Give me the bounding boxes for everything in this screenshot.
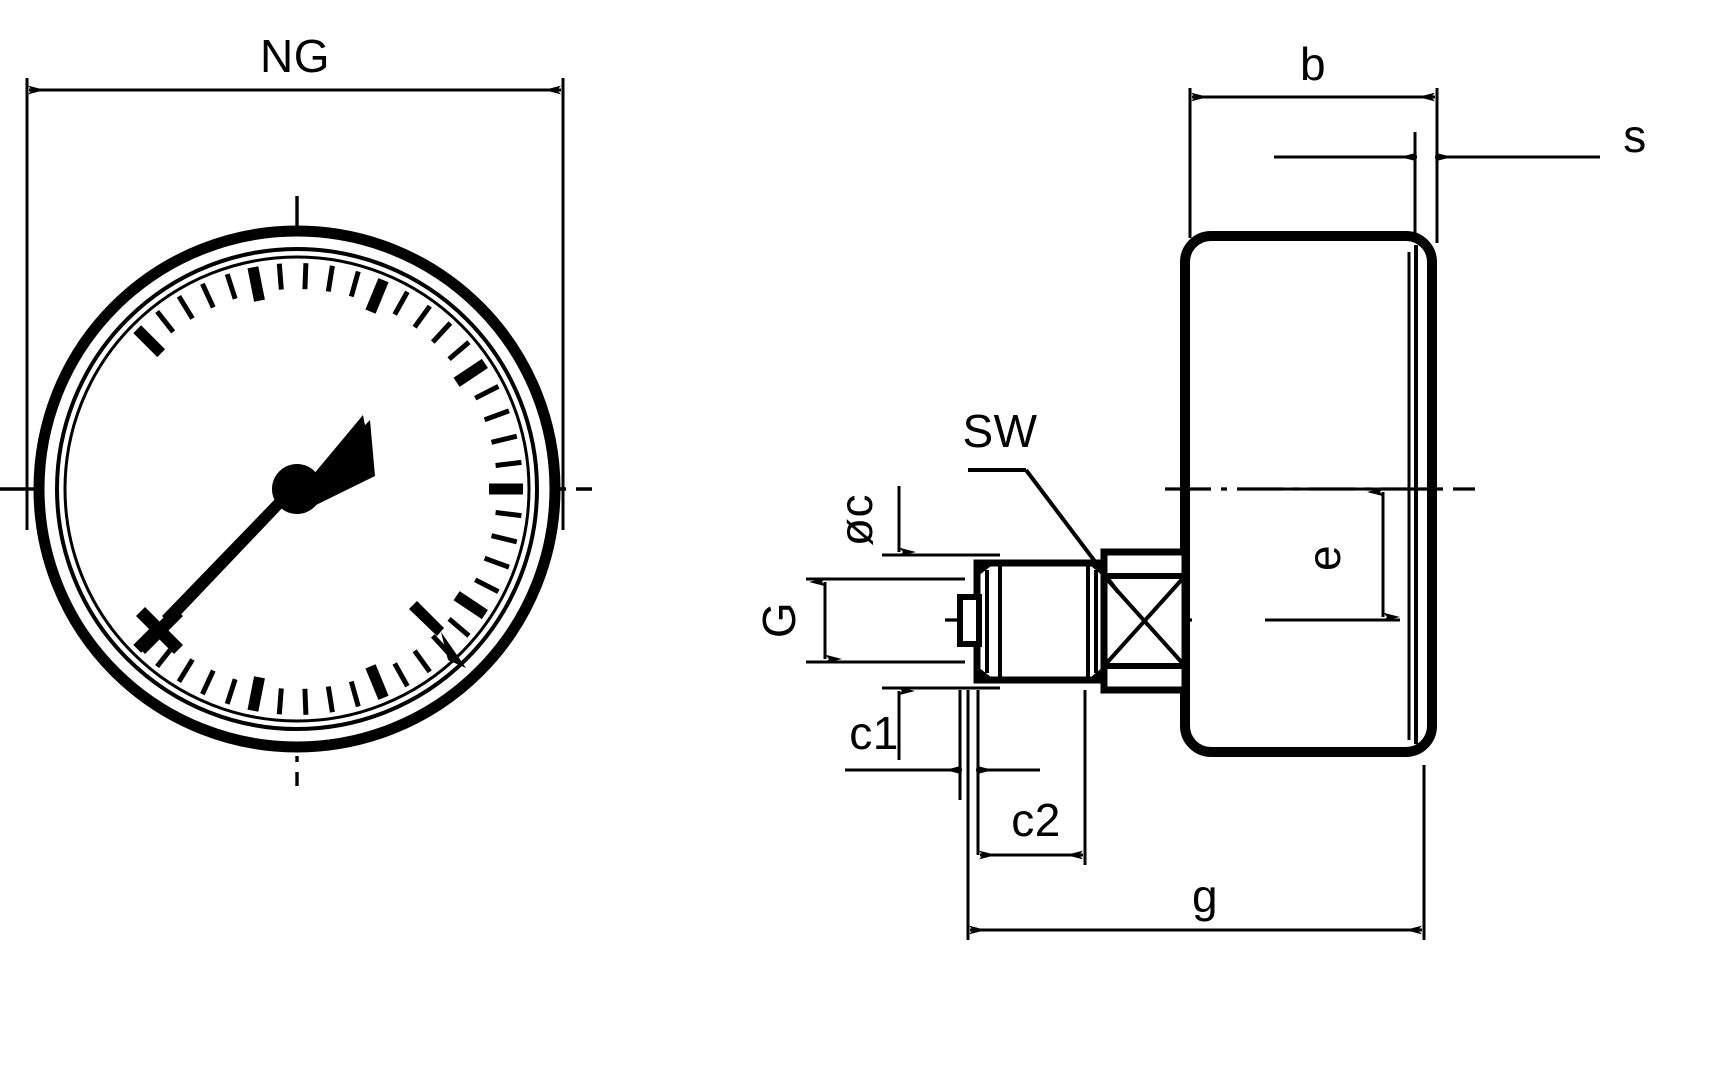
- dimension-label-gthread: G: [753, 602, 805, 638]
- dial-tick-minor: [392, 290, 410, 316]
- dial-tick-minor: [495, 459, 522, 468]
- dial-tick-minor: [490, 433, 518, 445]
- dial-pointer: [136, 415, 375, 654]
- dial-tick-minor: [495, 510, 522, 519]
- dimension-label-c1: c1: [849, 707, 899, 759]
- dimension-phi-c: øc: [830, 486, 1000, 760]
- hex-chamfer-bottom: [975, 667, 1106, 683]
- dimension-label-phic: øc: [830, 494, 882, 546]
- dial-tick-minor: [348, 270, 361, 298]
- dial-tick-minor: [200, 282, 216, 309]
- connection-socket-block: [1100, 548, 1189, 694]
- dial-tick-minor: [155, 309, 176, 334]
- dimension-label-s: s: [1623, 110, 1647, 162]
- dial-tick-minor: [483, 408, 510, 423]
- dial-tick-minor: [276, 263, 284, 290]
- socket-diagonal-2: [1102, 574, 1187, 668]
- dial-tick-major: [365, 278, 389, 314]
- dimension-c2: c2: [979, 690, 1087, 865]
- front-view-dial: NG: [0, 30, 592, 786]
- gauge-case-body: [1180, 231, 1437, 757]
- dimension-label-b: b: [1300, 38, 1326, 90]
- dial-tick-major: [365, 664, 389, 700]
- case-outline: [1180, 231, 1437, 757]
- hex-nut-body: [973, 559, 1108, 684]
- dial-tick-minor: [276, 688, 284, 715]
- dimension-c1: c1: [845, 690, 1040, 855]
- dimension-label-goverall: g: [1192, 870, 1218, 922]
- dial-tick-minor: [483, 555, 510, 570]
- dial-tick-major: [247, 676, 265, 712]
- dial-tick-minor: [447, 340, 471, 362]
- dial-tick-minor: [176, 658, 195, 684]
- dial-tick-minor: [430, 321, 453, 344]
- dial-tick-major: [133, 325, 166, 358]
- dial-tick-minor: [224, 678, 238, 705]
- dial-tick-minor: [302, 263, 309, 290]
- dimension-b: b: [1188, 38, 1439, 243]
- dial-face-edge: [63, 255, 531, 723]
- dial-tick-minor: [474, 384, 500, 401]
- dimension-G: G: [753, 577, 965, 664]
- spigot-body: [957, 594, 982, 647]
- dimension-label-sw: SW: [962, 405, 1037, 457]
- dial-tick-minor: [412, 649, 432, 674]
- dial-tick-minor: [392, 662, 410, 688]
- dial-tick-minor: [176, 294, 195, 320]
- dimension-g: g: [966, 690, 1426, 940]
- dial-tick-minor: [325, 686, 335, 713]
- dial-tick-minor: [474, 577, 500, 594]
- dimension-e: e: [1265, 487, 1400, 622]
- dimension-label-c2: c2: [1011, 794, 1061, 846]
- dimension-s: s: [1274, 110, 1647, 250]
- dial-tick-major: [247, 266, 265, 302]
- thread-spigot: [957, 594, 982, 647]
- dial-tick-minor: [412, 304, 432, 329]
- dial-tick-minor: [348, 680, 361, 708]
- dimension-label-ng: NG: [260, 30, 330, 82]
- dial-tick-minor: [447, 616, 471, 638]
- dial-tick-major: [453, 358, 488, 387]
- dial-graduation-ticks: [133, 263, 523, 715]
- set-pointer: [409, 601, 466, 668]
- dimension-NG: NG: [25, 30, 565, 530]
- pointer-hub: [272, 464, 322, 514]
- wrench-flats-hex: [973, 559, 1108, 684]
- leader-diagonal-sw: [1024, 468, 1120, 594]
- dial-tick-minor: [490, 533, 518, 545]
- dial-tick-minor: [302, 688, 309, 715]
- dial-tick-minor: [200, 669, 216, 696]
- dial-tick-minor: [325, 265, 335, 292]
- bezel-ring-inner: [55, 247, 539, 731]
- dial-tick-minor: [224, 273, 238, 300]
- side-view-section: b s e: [753, 38, 1647, 940]
- dial-tick-major: [453, 591, 488, 620]
- dimension-label-e: e: [1298, 545, 1350, 571]
- leader-SW: SW: [962, 405, 1120, 594]
